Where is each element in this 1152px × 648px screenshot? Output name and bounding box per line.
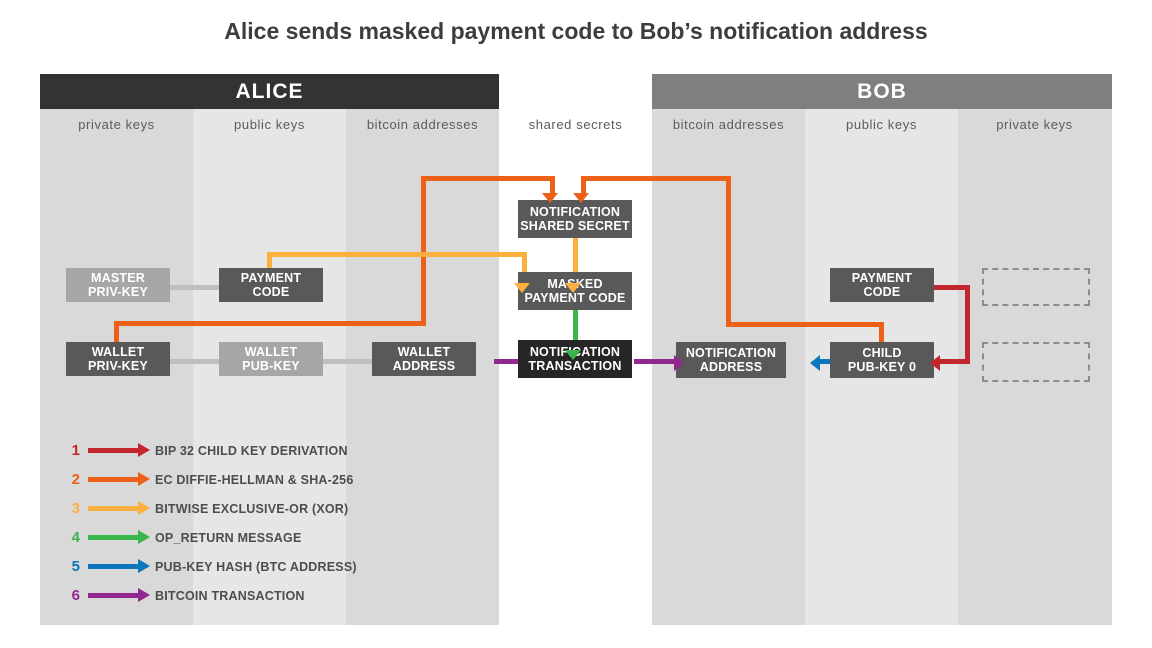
node-line-2: PAYMENT CODE — [524, 291, 626, 305]
wire-ecdh-bob-up — [879, 322, 884, 360]
legend-number: 4 — [71, 529, 80, 546]
node-line-1: MASTER — [91, 271, 145, 285]
legend-arrow-icon — [138, 559, 150, 573]
legend-arrow-line — [88, 564, 138, 569]
legend-arrow-icon — [138, 588, 150, 602]
arrowhead-bip32 — [930, 355, 940, 371]
wire-btctx-out — [634, 359, 676, 364]
node-line-2: PRIV-KEY — [88, 285, 148, 299]
node-line-1: PAYMENT — [240, 271, 302, 285]
wire-ecdh-alice-up — [114, 321, 119, 357]
node-alice-wallet-pub-key[interactable]: WALLET PUB-KEY — [219, 342, 323, 376]
wire-xor-secret-down — [573, 238, 578, 285]
node-line-1: WALLET — [244, 345, 298, 359]
arrowhead-pubkeyhash — [810, 355, 820, 371]
legend-arrow-line — [88, 477, 138, 482]
node-line-2: CODE — [863, 285, 901, 299]
legend-arrow-line — [88, 448, 138, 453]
legend-number: 5 — [71, 558, 80, 575]
wire-ecdh-bob-left — [726, 322, 884, 327]
node-line-1: WALLET — [91, 345, 145, 359]
column-header-alice-public-keys: public keys — [234, 117, 305, 132]
wire-bip32-left — [940, 359, 970, 364]
arrowhead-btctx — [674, 355, 684, 371]
legend-arrow-line — [88, 506, 138, 511]
node-alice-wallet-address[interactable]: WALLET ADDRESS — [372, 342, 476, 376]
node-bob-placeholder-top — [982, 268, 1090, 306]
column-header-alice-private-keys: private keys — [78, 117, 155, 132]
wire-opreturn-down — [573, 310, 578, 354]
wire-xor-paymentcode-down — [522, 252, 527, 285]
legend-label: OP_RETURN MESSAGE — [155, 531, 302, 545]
node-bob-placeholder-bottom — [982, 342, 1090, 382]
legend-label: PUB-KEY HASH (BTC ADDRESS) — [155, 560, 357, 574]
node-line-2: ADDRESS — [392, 359, 456, 373]
column-header-bob-private-keys: private keys — [996, 117, 1073, 132]
arrowhead-xor-paymentcode — [514, 283, 530, 293]
node-bob-child-pub-key-0[interactable]: CHILD PUB-KEY 0 — [830, 342, 934, 378]
legend-arrow-icon — [138, 530, 150, 544]
node-line-1: PAYMENT — [851, 271, 913, 285]
node-alice-master-priv-key[interactable]: MASTER PRIV-KEY — [66, 268, 170, 302]
wire-ecdh-alice-drop — [550, 176, 555, 195]
node-line-1: NOTIFICATION — [685, 346, 777, 360]
node-line-2: CODE — [252, 285, 290, 299]
legend-arrow-line — [88, 535, 138, 540]
wire-ecdh-alice-riser — [421, 176, 426, 326]
wire-ecdh-bob-riser — [726, 176, 731, 327]
wire-ecdh-bob-top — [581, 176, 731, 181]
legend-arrow-icon — [138, 443, 150, 457]
node-line-2: PRIV-KEY — [88, 359, 148, 373]
node-line-2: PUB-KEY — [242, 359, 300, 373]
legend-label: BIP 32 CHILD KEY DERIVATION — [155, 444, 348, 458]
column-header-alice-bitcoin-addresses: bitcoin addresses — [366, 117, 479, 132]
wire-bip32-right — [930, 285, 970, 290]
node-line-1: WALLET — [397, 345, 451, 359]
page-title: Alice sends masked payment code to Bob’s… — [224, 18, 928, 44]
legend-label: BITCOIN TRANSACTION — [155, 589, 305, 603]
node-line-2: PUB-KEY 0 — [847, 360, 917, 374]
node-line-2: SHARED SECRET — [520, 219, 630, 233]
party-header-alice: ALICE — [40, 74, 499, 109]
node-line-1: NOTIFICATION — [529, 205, 621, 219]
legend-label: EC DIFFIE-HELLMAN & SHA-256 — [155, 473, 354, 487]
legend-arrow-icon — [138, 472, 150, 486]
wire-ecdh-alice-right — [114, 321, 426, 326]
legend-arrow-icon — [138, 501, 150, 515]
wire-xor-paymentcode-up — [267, 252, 272, 276]
diagram-board: ALICE BOB private keys public keys bitco… — [40, 74, 1112, 625]
node-line-2: TRANSACTION — [528, 359, 622, 373]
legend-label: BITWISE EXCLUSIVE-OR (XOR) — [155, 502, 349, 516]
wire-xor-paymentcode-right — [267, 252, 527, 257]
node-line-2: ADDRESS — [699, 360, 763, 374]
legend-number: 3 — [71, 500, 80, 517]
column-header-bob-public-keys: public keys — [846, 117, 917, 132]
node-line-1: CHILD — [862, 346, 902, 360]
column-header-shared-secrets: shared secrets — [528, 117, 623, 132]
legend-arrow-line — [88, 593, 138, 598]
wire-ecdh-bob-drop — [581, 176, 586, 195]
wire-bip32-down — [965, 285, 970, 362]
node-notification-shared-secret[interactable]: NOTIFICATION SHARED SECRET — [518, 200, 632, 238]
arrowhead-opreturn — [565, 350, 581, 360]
arrowhead-xor-secret — [565, 283, 581, 293]
node-alice-payment-code[interactable]: PAYMENT CODE — [219, 268, 323, 302]
legend-number: 1 — [71, 442, 80, 459]
legend-number: 2 — [71, 471, 80, 488]
arrowhead-ecdh-alice — [542, 193, 558, 203]
wire-ecdh-alice-top — [421, 176, 555, 181]
legend-number: 6 — [71, 587, 80, 604]
party-header-bob: BOB — [652, 74, 1112, 109]
node-bob-notification-address[interactable]: NOTIFICATION ADDRESS — [676, 342, 786, 378]
arrowhead-ecdh-bob — [573, 193, 589, 203]
node-bob-payment-code[interactable]: PAYMENT CODE — [830, 268, 934, 302]
node-alice-wallet-priv-key[interactable]: WALLET PRIV-KEY — [66, 342, 170, 376]
column-header-bob-bitcoin-addresses: bitcoin addresses — [672, 117, 785, 132]
